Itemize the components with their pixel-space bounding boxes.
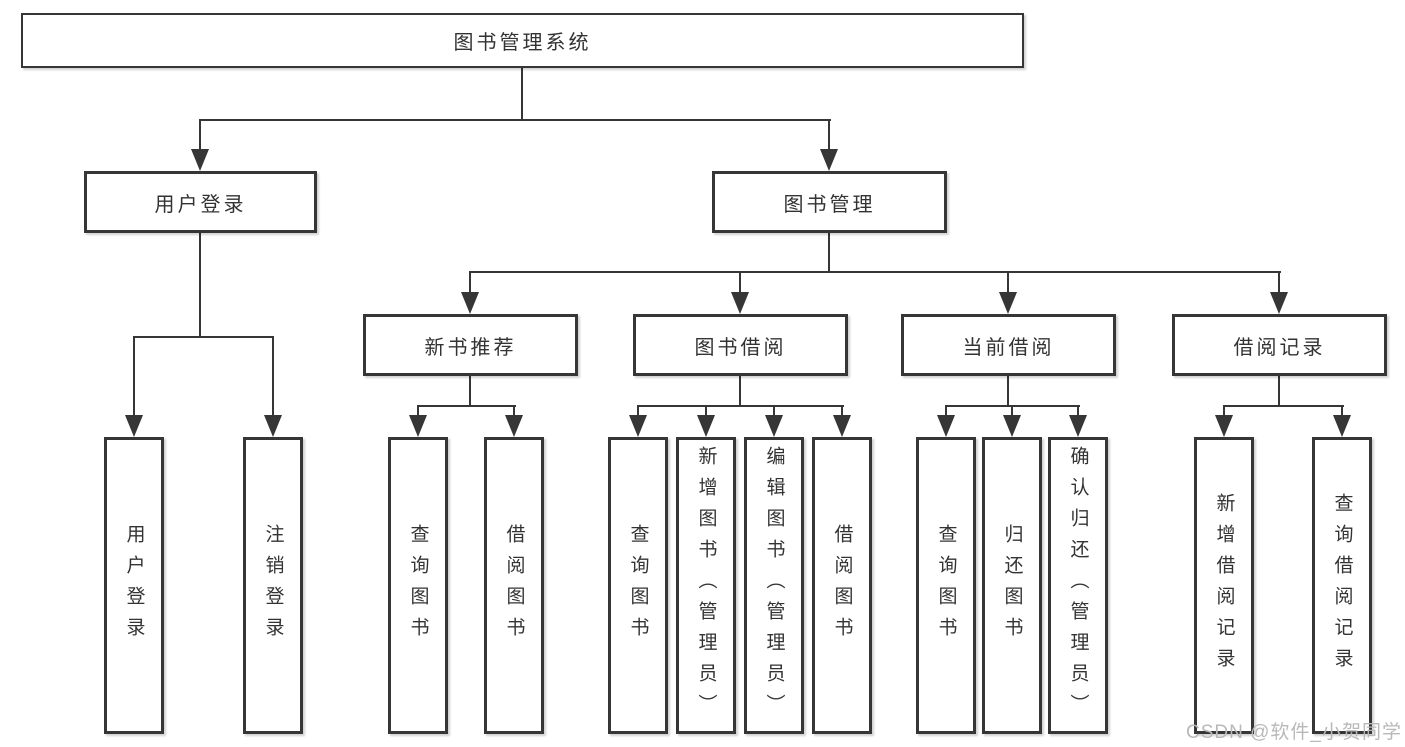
- connector-userlogin-split: [133, 336, 274, 338]
- connector-line: [1341, 405, 1343, 417]
- node-edit-books-admin: 编辑图书（管理员）: [744, 437, 804, 734]
- node-user-login: 用户登录: [84, 171, 317, 233]
- node-label: 新书推荐: [424, 336, 517, 359]
- connector-arrowhead: [191, 149, 209, 171]
- node-query-borrow-record: 查询借阅记录: [1312, 437, 1372, 734]
- connector-current-stem: [1007, 376, 1009, 407]
- connector-arrowhead: [505, 415, 523, 437]
- node-query-books-borrow: 查询图书: [608, 437, 668, 734]
- connector-line: [513, 405, 515, 417]
- connector-records-stem: [1278, 376, 1280, 407]
- connector-arrowhead: [697, 415, 715, 437]
- connector-arrowhead: [409, 415, 427, 437]
- node-label: 图书管理系统: [453, 32, 592, 54]
- connector-line: [1278, 271, 1280, 294]
- node-add-borrow-record: 新增借阅记录: [1194, 437, 1254, 734]
- connector-line: [272, 336, 274, 417]
- node-label: 编辑图书（管理员）: [763, 446, 785, 725]
- connector-bookmgmt-split: [469, 271, 1281, 273]
- connector-newbooks-split: [417, 405, 516, 407]
- connector-line: [841, 405, 843, 417]
- node-label: 用户登录: [154, 193, 247, 216]
- connector-arrowhead: [1003, 415, 1021, 437]
- node-borrow-books: 借阅图书: [812, 437, 872, 734]
- node-book-management: 图书管理: [712, 171, 947, 233]
- connector-line: [1011, 405, 1013, 417]
- node-label: 注销登录: [262, 523, 284, 648]
- connector-line: [199, 119, 201, 152]
- connector-arrowhead: [731, 292, 749, 314]
- connector-arrowhead: [461, 292, 479, 314]
- csdn-watermark: CSDN @软件_小贺同学: [1186, 722, 1402, 743]
- connector-arrowhead: [629, 415, 647, 437]
- node-label: 归还图书: [1001, 523, 1023, 648]
- node-label: 确认归还（管理员）: [1067, 446, 1089, 725]
- node-borrow-books-recommend: 借阅图书: [484, 437, 544, 734]
- node-label: 图书管理: [783, 193, 876, 216]
- connector-arrowhead: [833, 415, 851, 437]
- node-new-book-recommend: 新书推荐: [363, 314, 578, 376]
- node-label: 新增图书（管理员）: [695, 446, 717, 725]
- connector-line: [705, 405, 707, 417]
- node-user-login-leaf: 用户登录: [104, 437, 164, 734]
- connector-arrowhead: [937, 415, 955, 437]
- node-label: 查询图书: [627, 523, 649, 648]
- connector-arrowhead: [820, 149, 838, 171]
- connector-line: [637, 405, 639, 417]
- connector-userlogin-stem: [199, 233, 201, 338]
- node-book-borrowing: 图书借阅: [633, 314, 848, 376]
- node-borrowing-records: 借阅记录: [1172, 314, 1387, 376]
- connector-records-split: [1223, 405, 1344, 407]
- node-add-books-admin: 新增图书（管理员）: [676, 437, 736, 734]
- connector-line: [1007, 271, 1009, 294]
- connector-line: [739, 271, 741, 294]
- connector-line: [417, 405, 419, 417]
- connector-borrow-stem: [739, 376, 741, 407]
- node-return-books: 归还图书: [982, 437, 1042, 734]
- connector-arrowhead: [999, 292, 1017, 314]
- node-current-borrowing: 当前借阅: [901, 314, 1116, 376]
- connector-line: [469, 271, 471, 294]
- node-label: 新增借阅记录: [1213, 492, 1235, 679]
- connector-arrowhead: [125, 415, 143, 437]
- connector-line: [773, 405, 775, 417]
- connector-line: [1223, 405, 1225, 417]
- node-label: 查询图书: [407, 523, 429, 648]
- node-library-management-system: 图书管理系统: [21, 13, 1024, 68]
- connector-root-stem: [521, 68, 523, 120]
- connector-line: [828, 119, 830, 152]
- node-label: 查询图书: [935, 523, 957, 648]
- node-label: 借阅图书: [831, 523, 853, 648]
- connector-arrowhead: [264, 415, 282, 437]
- node-label: 借阅图书: [503, 523, 525, 648]
- node-label: 当前借阅: [962, 336, 1055, 359]
- node-label: 图书借阅: [694, 336, 787, 359]
- connector-line: [133, 336, 135, 417]
- connector-root-split: [199, 119, 831, 121]
- connector-bookmgmt-stem: [828, 233, 830, 273]
- node-label: 借阅记录: [1233, 336, 1326, 359]
- node-query-books-current: 查询图书: [916, 437, 976, 734]
- connector-line: [945, 405, 947, 417]
- node-query-books-recommend: 查询图书: [388, 437, 448, 734]
- connector-newbooks-stem: [469, 376, 471, 407]
- connector-arrowhead: [1215, 415, 1233, 437]
- connector-borrow-split: [637, 405, 844, 407]
- node-confirm-return-admin: 确认归还（管理员）: [1048, 437, 1108, 734]
- connector-arrowhead: [1333, 415, 1351, 437]
- node-logout-leaf: 注销登录: [243, 437, 303, 734]
- connector-arrowhead: [1069, 415, 1087, 437]
- connector-line: [1077, 405, 1079, 417]
- connector-arrowhead: [1270, 292, 1288, 314]
- node-label: 查询借阅记录: [1331, 492, 1353, 679]
- connector-arrowhead: [765, 415, 783, 437]
- node-label: 用户登录: [123, 523, 145, 648]
